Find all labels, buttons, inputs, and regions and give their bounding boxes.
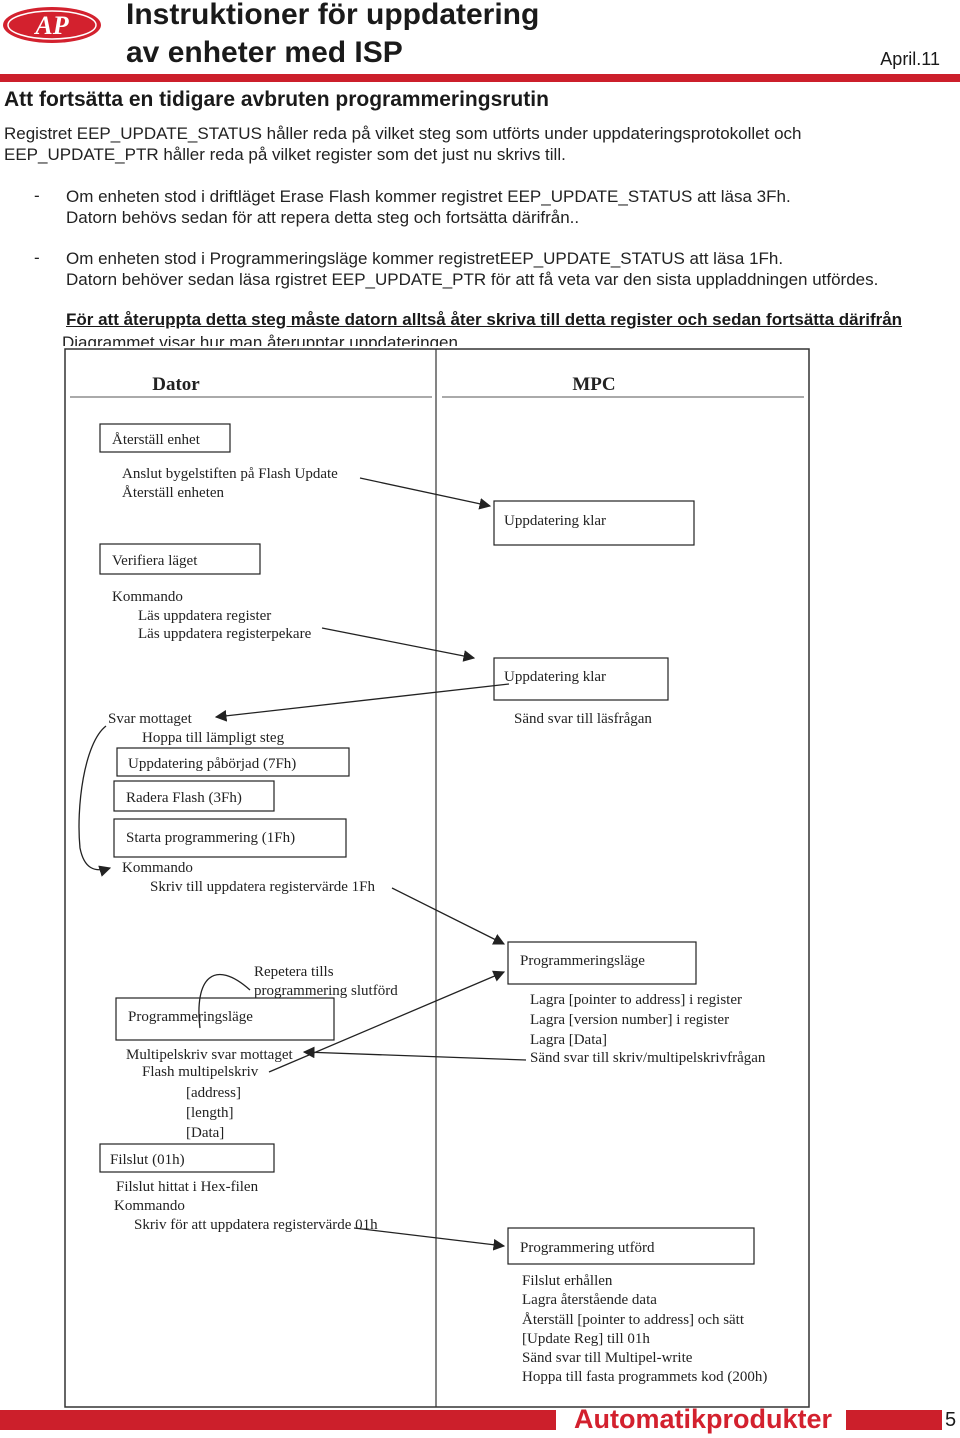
text-sand-svar-skriv: Sänd svar till skriv/multipelskrivfrågan	[530, 1050, 766, 1066]
text-length: [length]	[186, 1105, 233, 1121]
title-line-2: av enheter med ISP	[126, 36, 403, 69]
footer-bar-right	[846, 1410, 942, 1430]
text-lagra-version: Lagra [version number] i register	[530, 1012, 729, 1028]
bullet-2-line-2: Datorn behöver sedan läsa rgistret EEP_U…	[66, 270, 879, 289]
text-kommando-2: Kommando	[122, 860, 193, 876]
bullet-1-line-2: Datorn behövs sedan för att repera detta…	[66, 208, 580, 227]
arrow-skriv-to-programmering	[391, 887, 506, 945]
emphasis-note: För att återuppta detta steg måste dator…	[66, 310, 903, 329]
footer-brand: Automatikprodukter	[574, 1404, 833, 1434]
box-uppdatering-paborjad	[116, 747, 350, 777]
text-skriv-01h: Skriv för att uppdatera registervärde 01…	[134, 1217, 378, 1233]
text-las-register: Läs uppdatera register	[138, 608, 271, 624]
text-filslut-erhallen: Filslut erhållen	[522, 1273, 613, 1289]
diagram-caption-clip: Diagrammet visar hur man återupptar uppd…	[62, 332, 542, 346]
label-starta-programmering: Starta programmering (1Fh)	[126, 830, 295, 846]
section-heading: Att fortsätta en tidigare avbruten progr…	[4, 88, 549, 111]
arrow-skriv-01h-to-utford	[353, 1227, 506, 1251]
box-programmeringslage-right	[507, 941, 697, 985]
diagram-caption: Diagrammet visar hur man återupptar uppd…	[62, 333, 458, 346]
text-multipelskriv-svar: Multipelskriv svar mottaget	[126, 1047, 293, 1063]
sequence-diagram: Dator MPC Återställ enhet Verifiera läge…	[64, 348, 810, 1408]
box-aterstall-enhet	[99, 423, 231, 453]
page-number: 5	[945, 1409, 957, 1431]
box-uppdatering-klar-2	[493, 657, 669, 701]
text-aterstall-enheten: Återställ enheten	[122, 485, 225, 501]
box-programmeringslage-left	[115, 997, 335, 1041]
label-aterstall-enhet: Återställ enhet	[112, 432, 201, 448]
box-programmering-utford	[507, 1227, 755, 1265]
text-flash-multipelskriv: Flash multipelskriv	[142, 1064, 259, 1080]
header-rule	[0, 74, 960, 82]
text-kommando-1: Kommando	[112, 589, 183, 605]
intro-line-2: EEP_UPDATE_PTR håller reda på vilket reg…	[4, 145, 566, 164]
bullet-2-line-1: Om enheten stod i Programmeringsläge kom…	[66, 249, 784, 268]
label-verifiera-laget: Verifiera läget	[112, 553, 198, 569]
bullet-1-line-1: Om enheten stod i driftläget Erase Flash…	[66, 187, 791, 206]
label-uppdatering-klar-1: Uppdatering klar	[504, 513, 606, 529]
logo-text: AP	[33, 11, 69, 40]
label-uppdatering-klar-2: Uppdatering klar	[504, 669, 606, 685]
box-verifiera-laget	[99, 543, 261, 575]
bullet-dash: -	[34, 248, 40, 267]
text-update-reg: [Update Reg] till 01h	[522, 1331, 650, 1347]
document-date: April.11	[880, 49, 940, 69]
label-programmering-utford: Programmering utförd	[520, 1240, 655, 1256]
box-filslut	[99, 1143, 275, 1173]
document-title: Instruktioner för uppdatering av enheter…	[126, 0, 539, 72]
arrow-multipelskriv-to-programmering	[268, 970, 506, 1073]
box-radera-flash	[113, 780, 275, 812]
text-svar-mottaget: Svar mottaget	[108, 711, 193, 727]
text-kommando-3: Kommando	[114, 1198, 185, 1214]
box-starta-programmering	[113, 818, 347, 858]
arrow-anslut-to-klar	[359, 477, 492, 510]
label-filslut: Filslut (01h)	[110, 1152, 185, 1168]
text-lagra-aterstaende: Lagra återstående data	[522, 1292, 657, 1308]
text-skriv-1fh: Skriv till uppdatera registervärde 1Fh	[150, 879, 375, 895]
text-sand-svar-multipel: Sänd svar till Multipel-write	[522, 1350, 693, 1366]
label-radera-flash: Radera Flash (3Fh)	[126, 790, 242, 806]
text-data: [Data]	[186, 1125, 224, 1141]
arrow-klar-to-svar	[214, 683, 510, 722]
text-hoppa: Hoppa till lämpligt steg	[142, 730, 285, 746]
arrow-repetera-loop	[198, 973, 251, 1029]
label-programmeringslage-right: Programmeringsläge	[520, 953, 645, 969]
text-lagra-pointer: Lagra [pointer to address] i register	[530, 992, 742, 1008]
text-anslut: Anslut bygelstiften på Flash Update	[122, 466, 338, 482]
arrow-svar-to-multipelskriv	[302, 1046, 527, 1061]
column-header-dator: Dator	[152, 374, 200, 395]
text-las-registerpekare: Läs uppdatera registerpekare	[138, 626, 312, 642]
text-sand-svar-lasfragan: Sänd svar till läsfrågan	[514, 711, 652, 727]
text-aterstall-pointer: Återställ [pointer to address] och sätt	[522, 1312, 745, 1328]
title-line-1: Instruktioner för uppdatering	[126, 0, 540, 31]
box-uppdatering-klar-1	[493, 500, 695, 546]
arrow-kommando-to-klar	[321, 627, 476, 662]
label-uppdatering-paborjad: Uppdatering påbörjad (7Fh)	[128, 756, 296, 772]
text-lagra-data: Lagra [Data]	[530, 1032, 607, 1048]
footer-bar-left	[0, 1410, 556, 1430]
label-programmeringslage-left: Programmeringsläge	[128, 1009, 253, 1025]
text-filslut-hittat: Filslut hittat i Hex-filen	[116, 1179, 259, 1195]
bullet-dash: -	[34, 186, 40, 205]
text-repetera: Repetera tills	[254, 964, 334, 980]
text-address: [address]	[186, 1085, 241, 1101]
text-hoppa-fasta: Hoppa till fasta programmets kod (200h)	[522, 1369, 767, 1385]
company-logo: AP	[3, 7, 101, 43]
arrow-loop-svar	[78, 725, 112, 877]
column-header-mpc: MPC	[572, 374, 615, 395]
intro-line-1: Registret EEP_UPDATE_STATUS håller reda …	[4, 124, 802, 143]
text-programmering-slutford: programmering slutförd	[254, 983, 398, 999]
